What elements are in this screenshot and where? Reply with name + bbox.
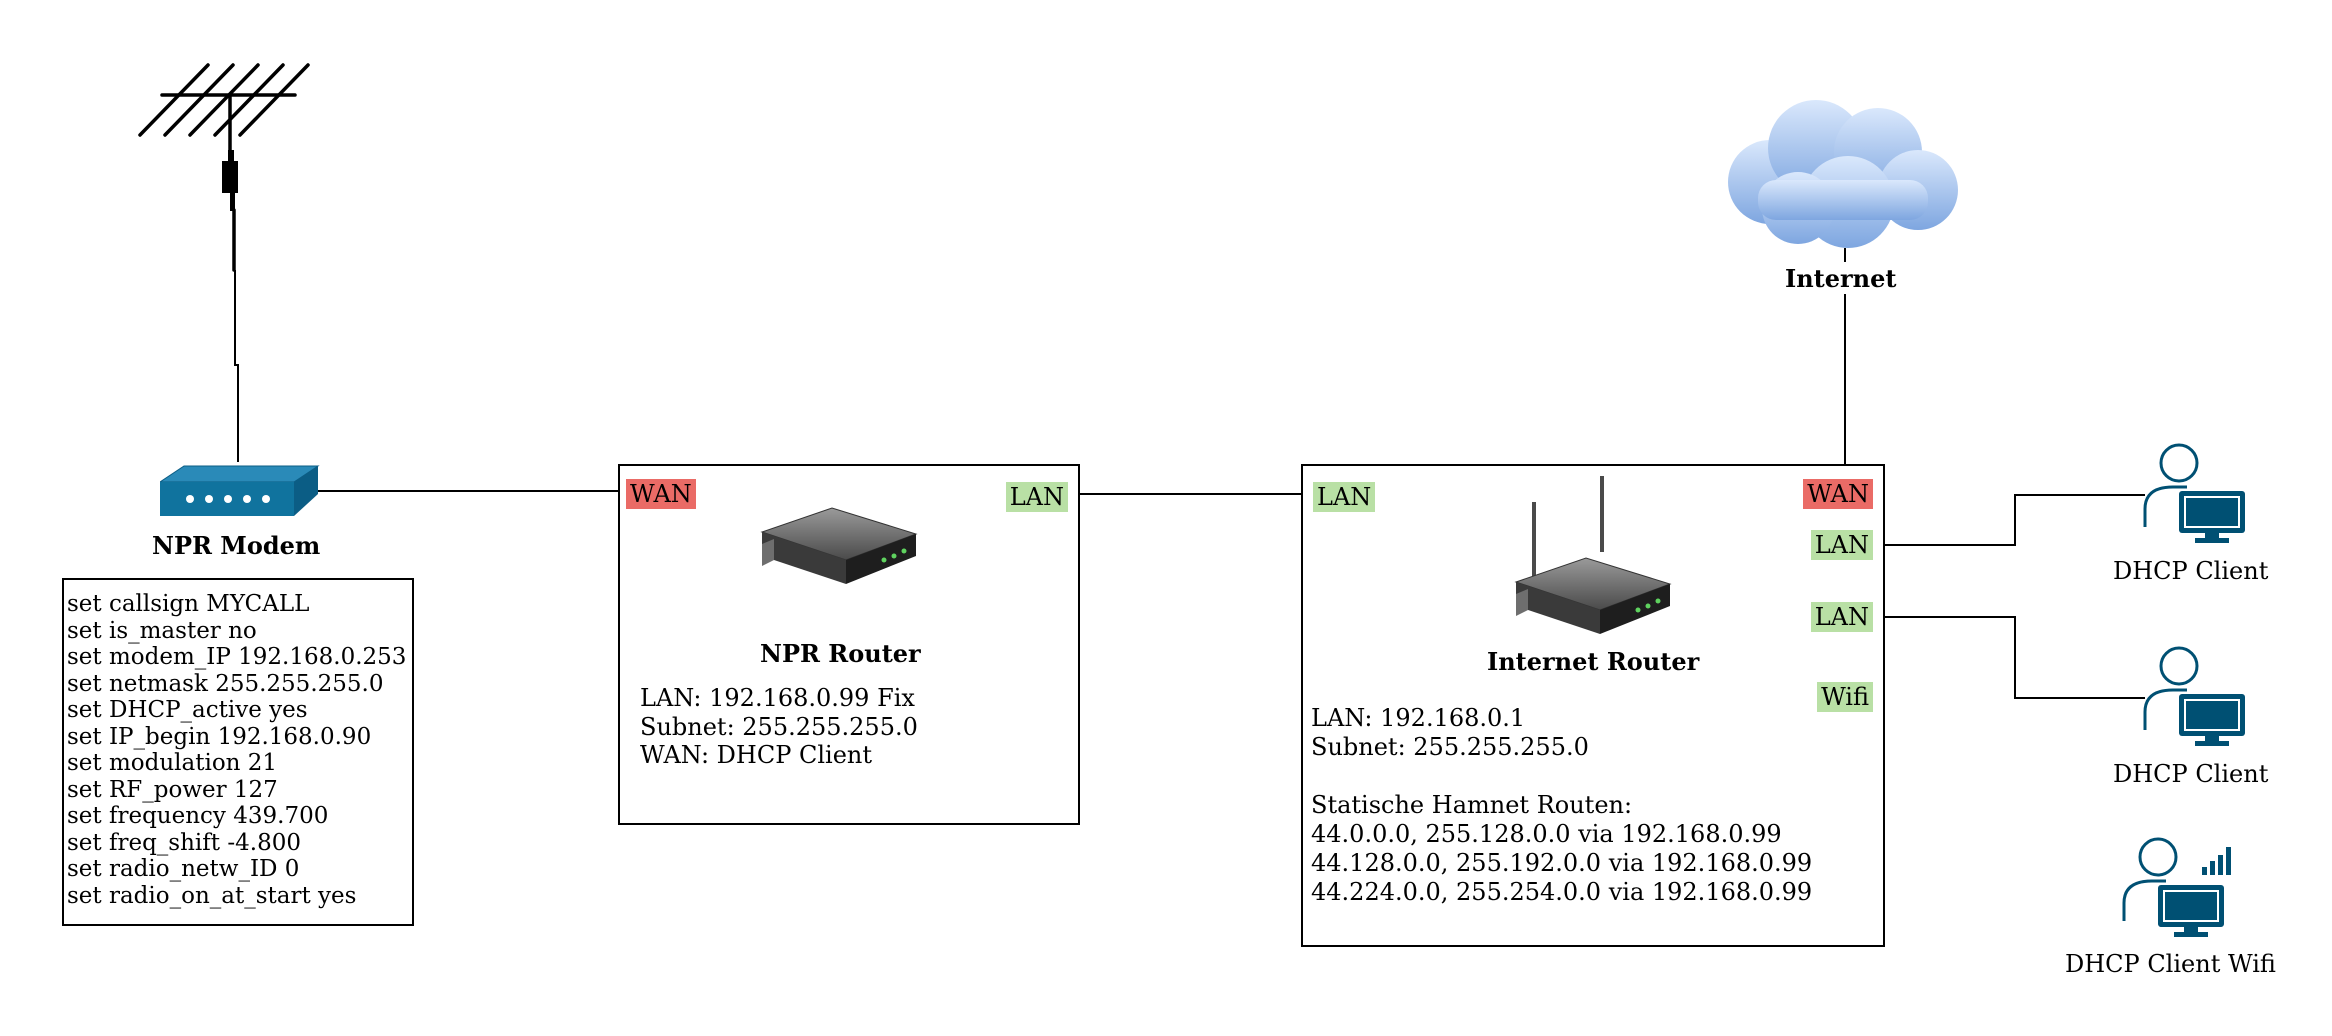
internet-router-box: LAN WAN LAN LAN Wifi Internet Router LAN… — [1301, 464, 1885, 947]
internet-label: Internet — [1785, 264, 1897, 293]
modem-config-line: set IP_begin 192.168.0.90 — [67, 723, 372, 750]
modem-icon — [160, 465, 320, 516]
internet-router-info-line — [1311, 762, 1812, 791]
modem-config-line: set netmask 255.255.255.0 — [67, 670, 384, 697]
modem-config-line: set frequency 439.700 — [67, 803, 329, 829]
npr-router-wan-port: WAN — [626, 479, 696, 509]
modem-config-line: set modem_IP 192.168.0.253 — [67, 644, 407, 670]
wireless-router-icon — [1514, 476, 1672, 634]
modem-label: NPR Modem — [152, 531, 321, 560]
modem-config-line: set radio_netw_ID 0 — [67, 856, 300, 882]
lan-to-client-2-line — [1885, 616, 2145, 699]
user-computer-wifi-icon — [2122, 837, 2231, 937]
internet-router-lan-port-1: LAN — [1810, 530, 1873, 560]
internet-router-lan-in-port: LAN — [1313, 482, 1376, 512]
npr-router-info-line: LAN: 192.168.0.99 Fix — [640, 684, 915, 712]
npr-router-info-line: Subnet: 255.255.255.0 — [640, 712, 918, 741]
internet-router-title: Internet Router — [1487, 647, 1700, 676]
internet-router-info-line: LAN: 192.168.0.1 — [1311, 704, 1526, 732]
internet-router-info-line: 44.0.0.0, 255.128.0.0 via 192.168.0.99 — [1311, 820, 1782, 848]
user-computer-icon — [2143, 646, 2245, 746]
user-computer-icon — [2143, 443, 2245, 543]
internet-router-info-line: 44.224.0.0, 255.254.0.0 via 192.168.0.99 — [1311, 878, 1813, 906]
yagi-antenna-icon — [138, 63, 310, 272]
modem-config-line: set radio_on_at_start yes — [67, 882, 357, 909]
internet-router-wan-port: WAN — [1803, 479, 1873, 509]
npr-router-lan-port: LAN — [1005, 482, 1068, 512]
modem-config-line: set RF_power 127 — [67, 776, 278, 803]
npr-router-box: WAN LAN NPR Router LAN: 192.168.0.99 Fix… — [618, 464, 1080, 825]
modem-config-line: set freq_shift -4.800 — [67, 829, 301, 856]
internet-router-info-line: Subnet: 255.255.255.0 — [1311, 733, 1589, 761]
modem-config-line: set modulation 21 — [67, 750, 278, 776]
npr-router-info-line: WAN: DHCP Client — [640, 741, 872, 769]
npr-router-title: NPR Router — [760, 639, 921, 668]
antenna-cable — [234, 270, 239, 462]
lan-to-client-1-line — [1885, 494, 2145, 546]
modem-config-line: set callsign MYCALL — [67, 591, 310, 617]
client-2-label: DHCP Client — [2113, 760, 2269, 788]
internet-router-lan-port-2: LAN — [1810, 602, 1873, 632]
internet-router-info-line: 44.128.0.0, 255.192.0.0 via 192.168.0.99 — [1311, 849, 1813, 877]
modem-config-line: set is_master no — [67, 617, 257, 644]
cloud-icon — [1728, 100, 1958, 248]
client-wifi-label: DHCP Client Wifi — [2065, 950, 2276, 978]
internet-router-wifi-port: Wifi — [1817, 682, 1873, 712]
internet-router-info-line: Statische Hamnet Routen: — [1311, 791, 1633, 819]
router-icon — [760, 507, 918, 584]
client-1-label: DHCP Client — [2113, 557, 2269, 585]
modem-config-line: set DHCP_active yes — [67, 697, 308, 723]
